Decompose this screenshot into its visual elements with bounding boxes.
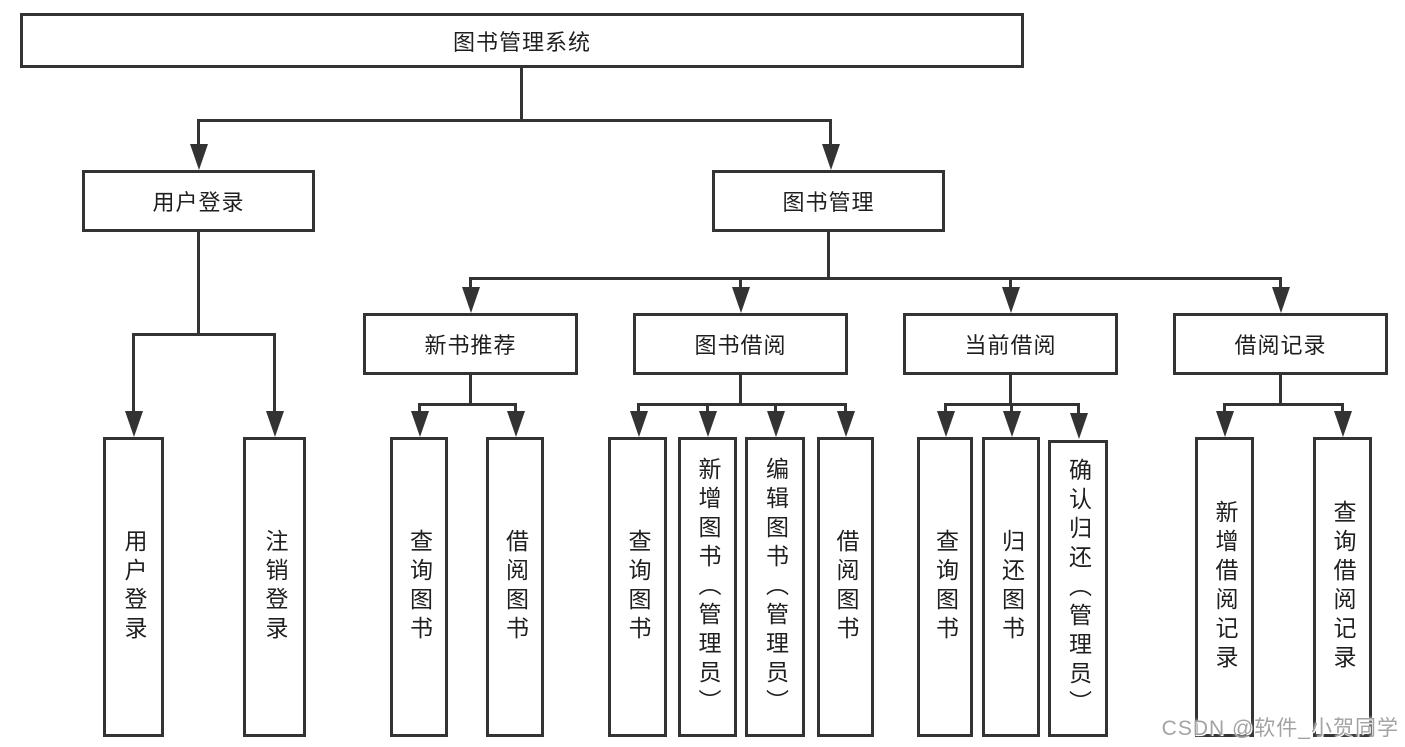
connector-line <box>706 403 709 415</box>
connector-line <box>774 403 777 415</box>
connector-line <box>197 119 200 149</box>
arrowhead-down-icon <box>1216 411 1234 437</box>
arrowhead-down-icon <box>937 411 955 437</box>
connector-line <box>1341 403 1344 415</box>
node-book-management-label: 图书管理 <box>782 190 875 215</box>
arrowhead-down-icon <box>190 144 208 170</box>
connector-line <box>637 403 640 415</box>
arrowhead-down-icon <box>1334 411 1352 437</box>
connector-line <box>132 333 276 336</box>
leaf-logout-label: 注销登录 <box>262 529 288 645</box>
leaf-current-return-label: 归还图书 <box>998 529 1025 645</box>
leaf-records-add: 新增借阅记录 <box>1195 437 1254 737</box>
connector-line <box>469 375 472 406</box>
arrowhead-down-icon <box>1070 413 1088 439</box>
connector-line <box>1279 277 1282 291</box>
connector-line <box>132 333 135 415</box>
leaf-borrow-add-book: 新增图书（管理员） <box>678 437 737 737</box>
connector-line <box>469 277 472 291</box>
arrowhead-down-icon <box>837 411 855 437</box>
node-current-borrow: 当前借阅 <box>903 313 1118 375</box>
node-user-login: 用户登录 <box>82 170 315 232</box>
leaf-borrow-add-book-label: 新增图书（管理员） <box>695 456 721 718</box>
arrowhead-down-icon <box>462 287 480 313</box>
arrowhead-down-icon <box>1002 287 1020 313</box>
node-new-book-recommend-label: 新书推荐 <box>424 333 517 358</box>
arrowhead-down-icon <box>630 411 648 437</box>
arrowhead-down-icon <box>1272 287 1290 313</box>
leaf-records-query: 查询借阅记录 <box>1313 437 1372 737</box>
leaf-current-query: 查询图书 <box>917 437 973 737</box>
node-book-management: 图书管理 <box>712 170 945 232</box>
connector-line <box>273 333 276 415</box>
connector-line <box>418 403 517 406</box>
leaf-current-query-label: 查询图书 <box>932 529 959 645</box>
connector-line <box>844 403 847 415</box>
node-current-borrow-label: 当前借阅 <box>964 333 1057 358</box>
node-book-borrow: 图书借阅 <box>633 313 848 375</box>
connector-line <box>514 403 517 415</box>
node-root-label: 图书管理系统 <box>452 29 591 55</box>
node-borrow-records-label: 借阅记录 <box>1234 333 1327 358</box>
arrowhead-down-icon <box>507 411 525 437</box>
connector-line <box>1009 277 1012 291</box>
node-book-borrow-label: 图书借阅 <box>694 333 787 358</box>
arrowhead-down-icon <box>1003 411 1021 437</box>
connector-line <box>1223 403 1226 415</box>
leaf-newbook-query-label: 查询图书 <box>406 529 433 645</box>
connector-line <box>469 277 1282 280</box>
node-borrow-records: 借阅记录 <box>1173 313 1388 375</box>
connector-line <box>637 403 847 406</box>
connector-line <box>1010 403 1013 415</box>
arrowhead-down-icon <box>822 144 840 170</box>
csdn-watermark: CSDN @软件_小贺同学 <box>1161 717 1399 740</box>
leaf-newbook-borrow: 借阅图书 <box>486 437 544 737</box>
connector-line <box>197 232 200 336</box>
leaf-borrow-query-label: 查询图书 <box>625 529 651 645</box>
node-new-book-recommend: 新书推荐 <box>363 313 578 375</box>
node-root: 图书管理系统 <box>20 13 1024 68</box>
leaf-borrow-borrow-book-label: 借阅图书 <box>833 529 859 645</box>
leaf-newbook-borrow-label: 借阅图书 <box>502 529 529 645</box>
leaf-records-query-label: 查询借阅记录 <box>1330 500 1356 674</box>
leaf-current-return: 归还图书 <box>982 437 1040 737</box>
connector-line <box>827 232 830 279</box>
leaf-current-confirm-return: 确认归还（管理员） <box>1048 440 1108 737</box>
connector-line <box>1009 375 1012 406</box>
connector-line <box>1223 403 1343 406</box>
connector-line <box>520 68 523 121</box>
leaf-logout: 注销登录 <box>243 437 306 737</box>
leaf-newbook-query: 查询图书 <box>390 437 448 737</box>
leaf-current-confirm-return-label: 确认归还（管理员） <box>1065 458 1092 719</box>
node-user-login-label: 用户登录 <box>152 190 245 215</box>
connector-line <box>1279 375 1282 406</box>
connector-line <box>829 119 832 149</box>
connector-line <box>944 403 947 415</box>
arrowhead-down-icon <box>767 411 785 437</box>
arrowhead-down-icon <box>125 411 143 437</box>
connector-line <box>197 119 832 122</box>
arrowhead-down-icon <box>732 287 750 313</box>
connector-line <box>739 277 742 291</box>
connector-line <box>739 375 742 406</box>
leaf-borrow-query: 查询图书 <box>608 437 667 737</box>
arrowhead-down-icon <box>699 411 717 437</box>
leaf-records-add-label: 新增借阅记录 <box>1212 500 1238 674</box>
leaf-user-login-label: 用户登录 <box>121 529 147 645</box>
leaf-borrow-borrow-book: 借阅图书 <box>817 437 874 737</box>
leaf-user-login: 用户登录 <box>103 437 164 737</box>
arrowhead-down-icon <box>411 411 429 437</box>
arrowhead-down-icon <box>266 411 284 437</box>
connector-line <box>1077 403 1080 415</box>
leaf-borrow-edit-book: 编辑图书（管理员） <box>745 437 805 737</box>
connector-line <box>418 403 421 415</box>
leaf-borrow-edit-book-label: 编辑图书（管理员） <box>762 456 789 718</box>
